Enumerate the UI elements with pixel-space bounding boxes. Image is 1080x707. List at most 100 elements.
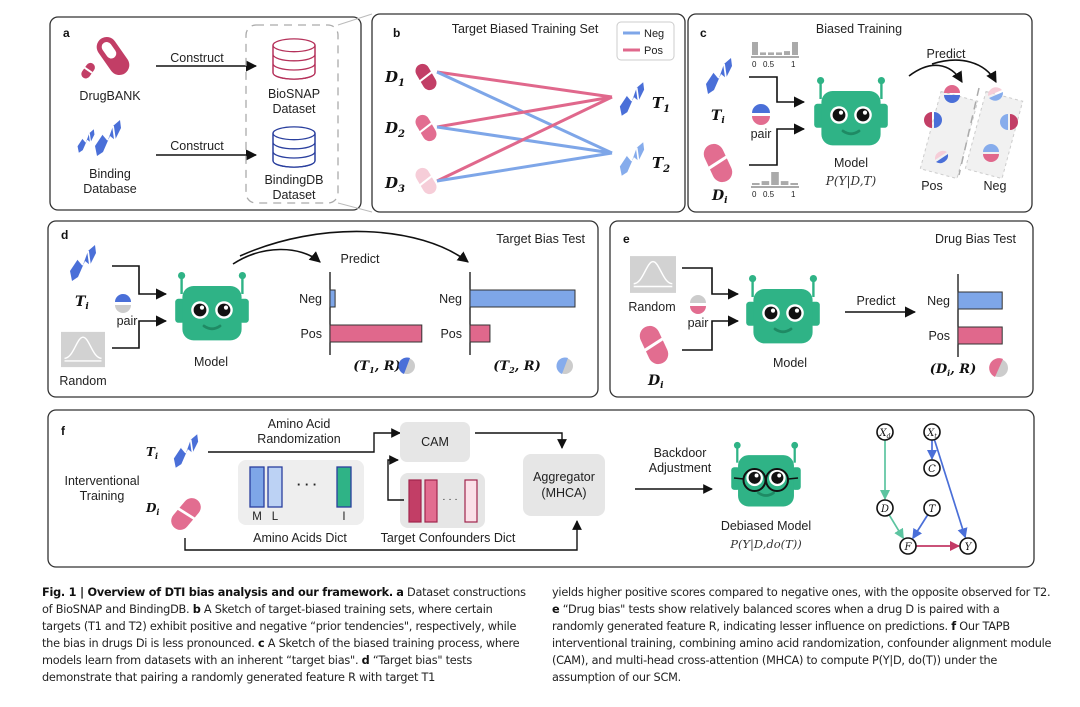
t2-r-pair-label: (T2, R) — [493, 359, 540, 375]
panel-b-frame — [371, 13, 686, 213]
aggregator-label-line1: Aggregator — [533, 470, 595, 484]
randomization-label-line1: Amino Acid — [268, 417, 331, 431]
model-robot-icon — [744, 273, 822, 345]
edge-d1-t1-pos — [436, 70, 613, 99]
target-ti-protein-icon — [69, 244, 97, 282]
caption-right-body: yields higher positive scores compared t… — [552, 586, 1052, 685]
debiased-model-label: Debiased Model — [721, 519, 811, 533]
drug-d2-capsule-icon — [410, 110, 442, 146]
binding-database-label-line2: Database — [83, 182, 137, 196]
scm-node-label-xt: Xt — [926, 428, 937, 440]
drug-hist-tick-1: 1 — [791, 190, 796, 199]
scm-node-y — [959, 537, 977, 555]
random-feature-icon — [629, 255, 677, 294]
drug-di-capsule-icon — [634, 320, 674, 370]
bar-label-neg: Neg — [927, 294, 950, 308]
construct-label-bindingdb: Construct — [170, 139, 224, 153]
t1-pie-icon — [398, 357, 415, 374]
predict-arrow-neg — [931, 59, 997, 83]
drug-input-arrow — [749, 123, 806, 166]
drugbank-label: DrugBANK — [79, 89, 141, 103]
scm-node-t — [923, 499, 941, 517]
debiased-model-formula: P(Y|D,do(T)) — [729, 537, 802, 552]
scm-node-c — [923, 459, 941, 477]
edge-d3-t2-neg — [436, 151, 613, 183]
biosnap-label-line1: BioSNAP — [268, 87, 320, 101]
target-ti-protein-icon — [173, 433, 199, 469]
target-ti-label: Ti — [711, 108, 725, 126]
backdoor-label-line2: Adjustment — [649, 461, 712, 475]
drug-d2-label: D2 — [384, 119, 405, 140]
figure-canvas: a DrugBANK Binding Database Construct Co… — [47, 13, 1035, 568]
scm-node-xd — [876, 423, 894, 441]
scm-node-label-c: C — [928, 464, 936, 475]
edge-d2-t1-pos — [436, 95, 613, 129]
randomization-label-line2: Randomization — [257, 432, 340, 446]
pair-label: pair — [751, 127, 772, 141]
di-r-pair-label: (Di, R) — [930, 362, 977, 378]
t2-pie-icon — [556, 357, 573, 374]
amino-letter-i: I — [342, 511, 345, 523]
bar-neg — [469, 289, 576, 308]
cam-to-aggregator-arrow — [475, 432, 567, 449]
panel-f-frame — [47, 409, 1035, 568]
bar-pos — [329, 324, 423, 343]
random-input-arrow — [112, 315, 168, 349]
predict-label: Predict — [857, 294, 896, 308]
bar-label-neg: Neg — [299, 292, 322, 306]
drug-d1-label: D1 — [384, 68, 405, 89]
scm-edge-t-f — [912, 514, 929, 540]
drug-hist-tick-0: 0 — [752, 190, 757, 199]
pair-label: pair — [117, 314, 138, 328]
panel-a: a DrugBANK Binding Database Construct Co… — [49, 13, 373, 213]
hist-bar — [768, 52, 774, 55]
cam-label: CAM — [421, 435, 449, 449]
bindingdb-label-line2: Dataset — [272, 188, 316, 202]
confounder-bar-n — [464, 479, 478, 523]
drug-d1: D1 — [384, 59, 442, 95]
scm-node-label-f: F — [904, 542, 913, 553]
caption-panel-ref-b: b — [192, 603, 201, 617]
drug-score-histogram — [751, 172, 799, 188]
model-label: Model — [834, 156, 868, 170]
scm-edge-d-f — [888, 514, 905, 540]
model-label: Model — [194, 355, 228, 369]
scm-edge-xt-y — [933, 439, 968, 539]
edge-d3-t1-pos — [436, 95, 613, 183]
pair-icon — [690, 295, 706, 314]
bar-neg — [329, 289, 336, 308]
drug-d3-capsule-icon — [410, 163, 442, 199]
caption-panel-ref-f: f — [951, 620, 956, 634]
target-score-histogram — [751, 42, 799, 58]
figure-caption-title: Fig. 1 | Overview of DTI bias analysis a… — [42, 586, 393, 599]
scm-node-label-t: T — [929, 504, 937, 515]
target-t2-protein-icon — [619, 141, 645, 177]
hist-bar — [790, 183, 798, 185]
di-pie-icon — [989, 358, 1008, 377]
panel-d-label: d — [61, 228, 68, 242]
drug-hist-tick-05: 0.5 — [763, 190, 775, 199]
panel-d: d Target Bias Test Ti Random pair Model … — [47, 220, 599, 398]
confounder-ellipsis: · · · — [442, 494, 458, 505]
predict-arrow-t1 — [232, 248, 321, 265]
legend-pos-label: Pos — [644, 45, 663, 57]
amino-acid-m-bar — [249, 466, 265, 508]
caption-panel-ref-e: e — [552, 603, 560, 617]
amino-acid-i-bar — [336, 466, 352, 508]
target-t1-protein-icon — [619, 81, 645, 117]
biosnap-label-line2: Dataset — [272, 102, 316, 116]
caption-left-body: a Dataset constructions of BioSNAP and B… — [42, 586, 526, 685]
target-confounders-dict-label: Target Confounders Dict — [381, 531, 516, 545]
predict-label: Predict — [927, 47, 966, 61]
target-ti-protein-icon — [705, 57, 733, 95]
bar-neg — [957, 291, 1003, 310]
pair-icon — [752, 104, 770, 125]
caption-panel-ref-d: d — [361, 654, 370, 668]
drug-d2: D2 — [384, 110, 442, 146]
scm-node-label-d: D — [880, 504, 889, 515]
pos-cluster — [919, 85, 979, 180]
drug-di-label: Di — [647, 373, 664, 391]
target-hist-tick-1: 1 — [791, 60, 796, 69]
